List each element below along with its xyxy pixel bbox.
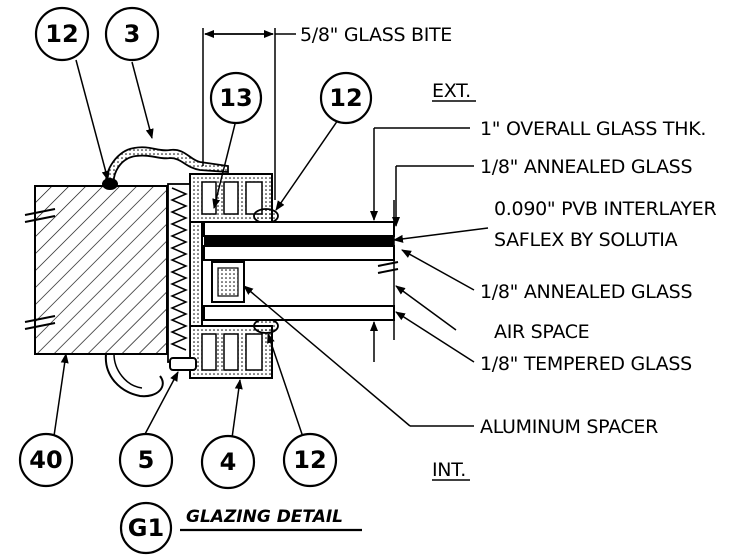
svg-text:4: 4 <box>220 448 237 476</box>
overall-thickness-label: 1" OVERALL GLASS THK. <box>480 118 706 140</box>
saflex-label: SAFLEX BY SOLUTIA <box>494 229 678 251</box>
tag-40: 40 <box>18 432 74 488</box>
aluminum-spacer-label: ALUMINUM SPACER <box>480 416 658 438</box>
svg-text:12: 12 <box>293 446 326 474</box>
tag-3: 3 <box>104 6 160 62</box>
glass-unit <box>203 221 399 321</box>
anchor-clip <box>167 183 191 363</box>
exterior-label: EXT. <box>432 80 471 102</box>
tag-13: 13 <box>209 71 263 125</box>
svg-text:13: 13 <box>219 84 252 112</box>
pvb-interlayer-label: 0.090" PVB INTERLAYER <box>494 198 716 220</box>
snap-cover <box>104 146 229 398</box>
fastener <box>169 357 197 371</box>
annealed-glass-2-label: 1/8" ANNEALED GLASS <box>480 281 692 303</box>
interior-label: INT. <box>432 459 466 481</box>
glass-bite-label: 5/8" GLASS BITE <box>300 24 452 46</box>
tag-12-top-left: 12 <box>34 6 90 62</box>
tag-4: 4 <box>200 434 256 490</box>
tag-12-top-right: 12 <box>319 71 373 125</box>
tag-12-bottom: 12 <box>282 432 338 488</box>
detail-title-block: G1 GLAZING DETAIL <box>119 501 362 555</box>
tag-5: 5 <box>118 432 174 488</box>
svg-text:12: 12 <box>45 20 78 48</box>
svg-text:40: 40 <box>29 446 62 474</box>
svg-text:12: 12 <box>329 84 362 112</box>
substrate-block <box>24 185 168 355</box>
detail-title: GLAZING DETAIL <box>186 507 343 527</box>
detail-id: G1 <box>128 514 164 542</box>
tempered-glass-label: 1/8" TEMPERED GLASS <box>480 353 692 375</box>
svg-text:3: 3 <box>124 20 141 48</box>
annealed-glass-1-label: 1/8" ANNEALED GLASS <box>480 156 692 178</box>
svg-text:5: 5 <box>138 446 155 474</box>
leader-lines <box>53 59 489 441</box>
air-space-label: AIR SPACE <box>494 321 589 343</box>
glass-bite-dimension <box>202 28 296 200</box>
